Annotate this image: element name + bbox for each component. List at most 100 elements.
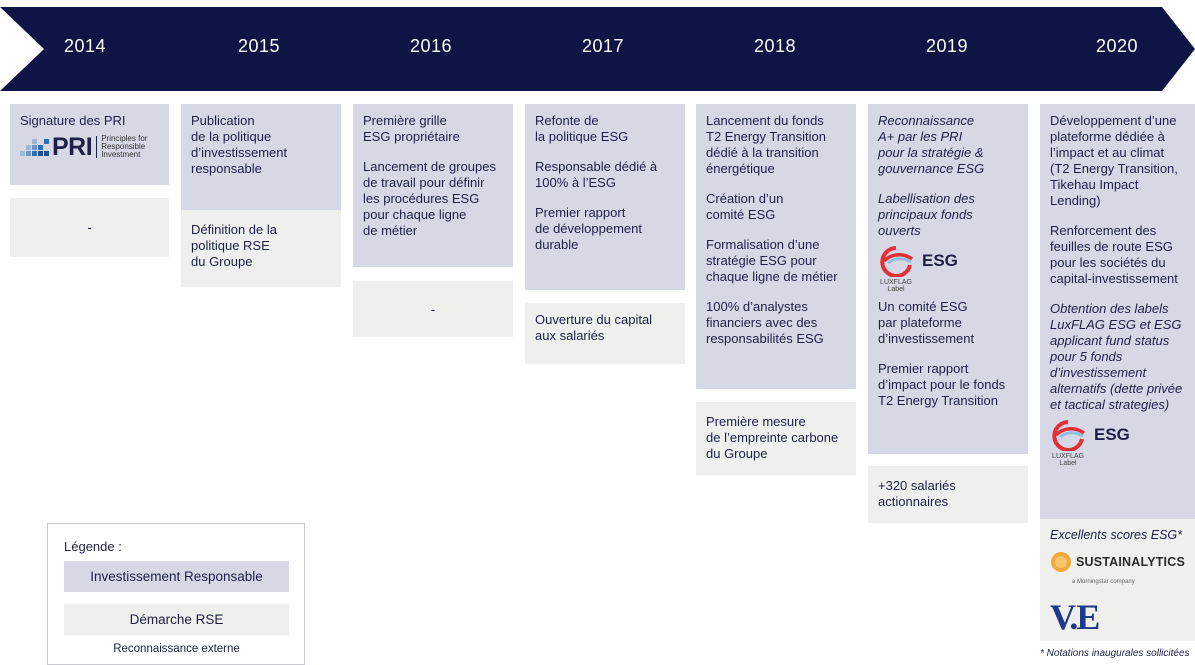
text-line: T2 Energy Transition [706,129,826,144]
ext-title: Excellents scores ESG* [1050,528,1182,542]
text-line: par plateforme [878,315,962,330]
text-line: chaque ligne de métier [706,269,838,284]
paragraph: Création d’un comité ESG [706,191,846,223]
banner-arrow-shape [0,7,1195,91]
text-line: de l’empreinte carbone [706,430,839,445]
text-line: de la politique [191,129,272,144]
text-line: politique RSE [191,238,270,253]
text-line: pour chaque ligne [363,207,467,222]
text-line: A+ par les PRI [878,129,963,144]
text-line: Ouverture du capital [535,312,653,327]
dash-2014-rse: - [87,220,92,235]
year-2018: 2018 [754,36,797,56]
card-2014-rse: - [10,198,169,257]
card-2015-rse: Définition de la politique RSE du Groupe [181,210,341,287]
text-line: financiers avec des [706,315,818,330]
luxflag-label-line: Label [887,286,905,293]
legend-title: Légende : [64,539,122,554]
card-2020-external: Excellents scores ESG* SUSTAINALYTICS a … [1040,519,1195,641]
pri-squares-icon [20,137,50,157]
legend-ir-swatch: Investissement Responsable [64,561,289,592]
paragraph: Reconnaissance A+ par les PRI pour la st… [878,113,1018,177]
text-line: d’investissement [191,145,288,160]
luxflag-esg-text: ESG [1094,425,1130,444]
text-line: comité ESG [706,207,776,222]
legend-external: Reconnaissance externe [113,643,240,655]
dash-2016-rse: - [430,302,436,317]
card-2018-rse: Première mesure de l’empreinte carbone d… [696,402,856,475]
text-line: actionnaires [878,494,949,509]
text-line: les procédures ESG [363,191,480,206]
text-line: responsabilités ESG [706,331,824,346]
text-line: feuilles de route ESG [1050,239,1173,254]
paragraph: Formalisation d’une stratégie ESG pour c… [706,237,846,285]
text-line: Premier rapport [535,205,626,220]
paragraph: Obtention des labels LuxFLAG ESG et ESG … [1050,301,1185,413]
text-line: 100% à l’ESG [535,175,616,190]
pri-logo: PRI Principles for Responsible Investmen… [20,133,159,161]
pri-logo-mark: PRI [52,133,93,161]
pri-logo-subtitle: Principles for Responsible Investment [101,135,147,159]
card-2015-ir: Publication de la politique d’investisse… [181,104,341,211]
text-line: Lancement de groupes [363,159,496,174]
text-line: alternatifs (dette privée [1050,381,1183,396]
text-line: (T2 Energy Transition, [1050,161,1178,176]
sustainalytics-sub: a Morningstar company [1072,579,1135,585]
card-2016-ir: Première grille ESG propriétaire Lanceme… [353,104,513,267]
paragraph: 100% d’analystes financiers avec des res… [706,299,846,347]
text-line: Publication [191,113,255,128]
text-line: durable [535,237,579,252]
text-line: la politique ESG [535,129,629,144]
text-line: et tactical strategies) [1050,397,1170,412]
text-line: Labellisation des [878,191,975,206]
paragraph: Développement d’une plateforme dédiée à … [1050,113,1185,209]
paragraph: Lancement du fonds T2 Energy Transition … [706,113,846,177]
text-line: énergétique [706,161,775,176]
luxflag-label: LUXFLAG Label [878,279,914,293]
luxflag-esg-logo: ESG LUXFLAG Label [878,245,1018,293]
text-line: Renforcement des [1050,223,1157,238]
text-line: responsable [191,161,262,176]
luxflag-swoosh-icon [1052,420,1086,451]
sustainalytics-name: SUSTAINALYTICS [1075,555,1185,569]
text-line: Première grille [363,113,447,128]
text-line: Premier rapport [878,361,969,376]
luxflag-esg-logo: ESG LUXFLAG Label [1050,419,1185,467]
paragraph: Refonte de la politique ESG [535,113,675,145]
pri-sub-line: Investment [101,150,141,159]
text-line: Lancement du fonds [706,113,824,128]
text-line: Un comité ESG [878,299,968,314]
text-line: Obtention des labels [1050,301,1169,316]
pri-sub-line: Principles for [101,134,148,143]
text-line: de développement [535,221,642,236]
text-line: Tikehau Impact Lending) [1050,177,1139,208]
text-line: pour les sociétés du [1050,255,1166,270]
text-line: plateforme dédiée à [1050,129,1165,144]
text-line: Création d’un [706,191,784,206]
text-line: +320 salariés [878,478,956,493]
text-line: dédié à la transition [706,145,819,160]
text-line: Refonte de [535,113,599,128]
sustainalytics-sun-icon [1050,552,1071,572]
text-line: d’investissement [878,331,975,346]
paragraph: Premier rapport d’impact pour le fonds T… [878,361,1018,409]
paragraph: Responsable dédié à 100% à l’ESG [535,159,675,191]
paragraph: Première grille ESG propriétaire [363,113,503,145]
text-line: d’impact pour le fonds [878,377,1006,392]
paragraph: Premier rapport de développement durable [535,205,675,253]
pri-separator [96,136,98,158]
text-line: du Groupe [191,254,253,269]
paragraph: Labellisation des principaux fonds ouver… [878,191,1018,239]
text-line: stratégie ESG pour [706,253,817,268]
text-line: de travail pour définir [363,175,485,190]
text-line: pour 5 fonds [1050,349,1123,364]
timeline-banner: 2014 2015 2016 2017 2018 2019 2020 [0,0,1195,97]
sustainalytics-logo: SUSTAINALYTICS [1050,551,1185,573]
text-line: pour la stratégie & [878,145,984,160]
paragraph: Renforcement des feuilles de route ESG p… [1050,223,1185,287]
footnote: * Notations inaugurales sollicitées [1040,648,1190,659]
legend-rse-swatch: Démarche RSE [64,604,289,635]
text-line: Responsable dédié à [535,159,658,174]
luxflag-label-line: Label [1059,460,1077,467]
text-line: du Groupe [706,446,768,461]
